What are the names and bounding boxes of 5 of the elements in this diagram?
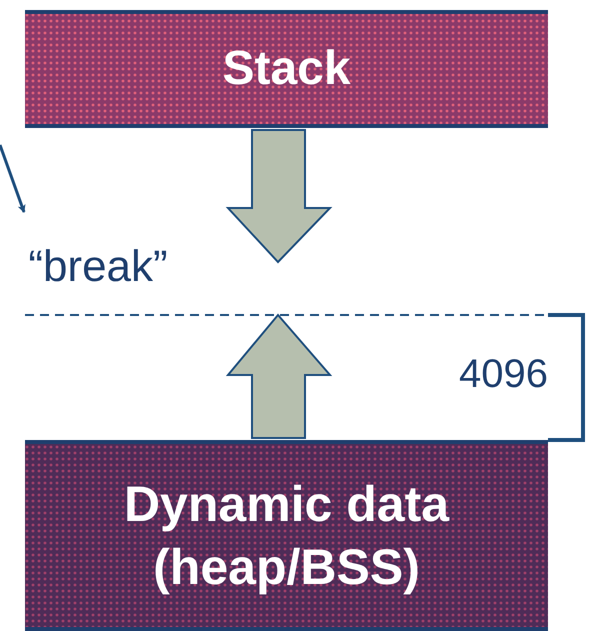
arrow <box>0 144 26 213</box>
break-label: “break” <box>28 242 168 292</box>
size-label: 4096 <box>458 352 548 397</box>
block-title: Stack <box>222 42 351 96</box>
block-title: Dynamic data (heap/BSS) <box>122 475 450 596</box>
